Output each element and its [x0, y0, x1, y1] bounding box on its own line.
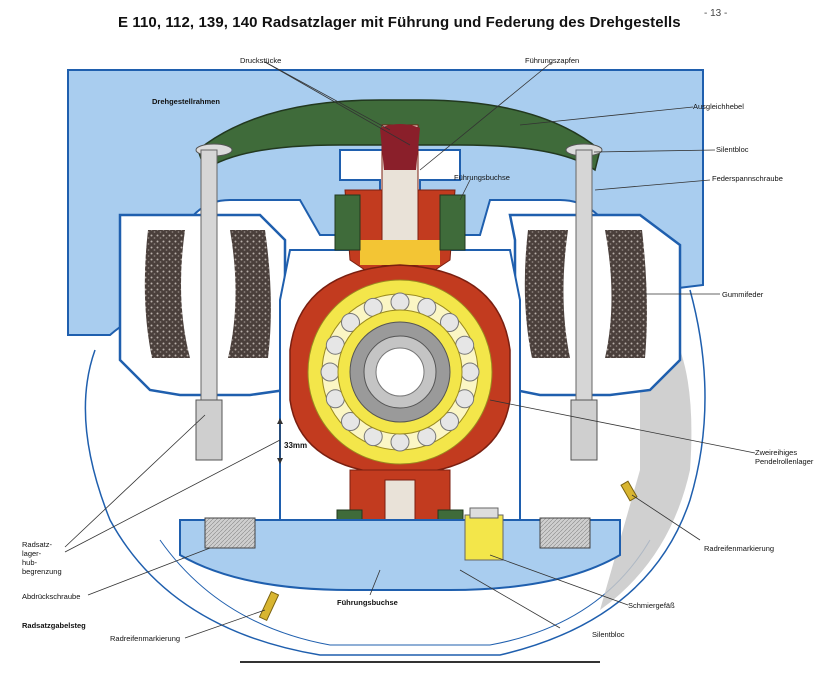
bearing-roller [460, 362, 480, 382]
right-spring-bolt [575, 149, 593, 411]
label-fuehrungsbuchse-top: Führungsbuchse [454, 173, 510, 182]
bearing-roller [439, 411, 459, 431]
left-rubber-spring-b [228, 230, 271, 358]
page-number: - 13 - [704, 8, 728, 19]
label-gummifeder: Gummifeder [722, 290, 764, 299]
label-pendelrollenlager-2: Pendelrollenlager [755, 457, 814, 466]
right-rubber-spring-b [605, 230, 647, 358]
bearing-roller [341, 313, 361, 333]
label-radsatzgabelsteg: Radsatzgabelsteg [22, 621, 86, 630]
label-radreifenmarkierung-right: Radreifenmarkierung [704, 544, 775, 553]
wheel-shading [600, 300, 692, 610]
bearing-roller [390, 432, 410, 452]
label-abdrueckschraube: Abdrückschraube [22, 592, 81, 601]
label-radreifenmarkierung-left: Radreifenmarkierung [110, 634, 181, 643]
label-silentbloc-top: Silentbloc [716, 145, 749, 154]
lubricator [464, 514, 504, 561]
upper-bushing-left [334, 194, 361, 251]
bearing-roller [320, 362, 340, 382]
label-hubbegrenzung-4: begrenzung [22, 567, 62, 576]
label-pendelrollenlager-1: Zweireihiges [755, 448, 798, 457]
page-title: E 110, 112, 139, 140 Radsatzlager mit Fü… [118, 14, 681, 31]
bearing-roller [341, 411, 361, 431]
label-hubbegrenzung-3: hub- [22, 558, 38, 567]
bearing-roller [390, 292, 410, 312]
wheel-outline [84, 289, 706, 656]
left-rubber-spring-a [144, 230, 190, 358]
bottom-bracket [179, 519, 621, 591]
silentbloc-right [539, 517, 591, 549]
label-drehgestellrahmen: Drehgestellrahmen [152, 97, 220, 106]
label-silentbloc-bottom: Silentbloc [592, 630, 625, 639]
label-druckstuecke: Druckstücke [240, 56, 282, 65]
label-dimension: 33mm [284, 441, 308, 450]
right-rubber-spring-a [524, 230, 570, 358]
label-ausgleichhebel: Ausgleichhebel [693, 102, 744, 111]
label-hubbegrenzung-2: lager- [22, 549, 42, 558]
left-spring-bolt [200, 149, 218, 411]
tyre-mark-left [258, 590, 280, 622]
label-hubbegrenzung-1: Radsatz- [22, 540, 53, 549]
label-schmiergefaess: Schmiergefäß [628, 601, 675, 610]
label-fuehrungszapfen: Führungszapfen [525, 56, 580, 65]
label-federspannschraube: Federspannschraube [712, 174, 783, 183]
silentbloc-left [204, 517, 256, 549]
bearing-roller [439, 313, 459, 333]
leader-lines [64, 61, 756, 639]
label-fuehrungsbuchse-bottom: Führungsbuchse [337, 598, 398, 607]
upper-bushing-right [439, 194, 466, 251]
